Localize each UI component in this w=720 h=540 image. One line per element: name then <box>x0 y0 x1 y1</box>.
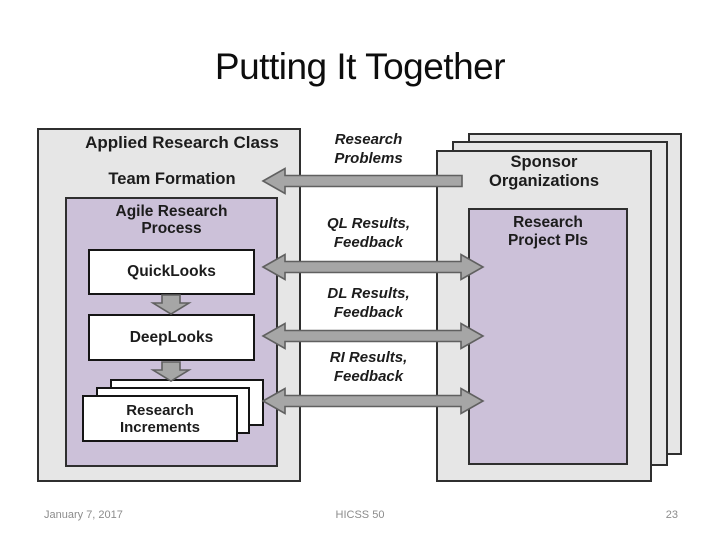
label-dl-results: DL Results, Feedback <box>298 285 439 322</box>
deeplooks-label: DeepLooks <box>129 328 214 346</box>
footer-page-number: 23 <box>665 509 678 521</box>
applied-research-class-title: Applied Research Class <box>85 133 279 152</box>
research-problems-line1: Research <box>334 131 403 148</box>
research-project-pis-title: Research Project PIs <box>468 214 628 249</box>
footer-center: HICSS 50 <box>335 509 385 521</box>
pis-title-line2: Project PIs <box>507 231 589 249</box>
agile-title-line2: Process <box>141 220 202 237</box>
agile-research-process-title: Agile Research Process <box>65 203 278 237</box>
increments-line1: Research <box>126 401 194 419</box>
increments-line2: Increments <box>119 418 201 436</box>
ri-results-line2: Feedback <box>333 367 404 385</box>
sponsor-title-line1: Sponsor <box>510 153 578 171</box>
label-ri-results: RI Results, Feedback <box>298 349 439 386</box>
research-increments-box: Research Increments <box>82 395 238 442</box>
pis-title-line1: Research <box>513 214 583 231</box>
agile-title-line1: Agile Research <box>115 203 228 220</box>
deeplooks-box: DeepLooks <box>88 314 255 361</box>
label-ql-results: QL Results, Feedback <box>298 215 439 252</box>
quicklooks-label: QuickLooks <box>127 263 216 280</box>
sponsor-box-title: Sponsor Organizations <box>456 153 632 191</box>
footer-date: January 7, 2017 <box>44 509 123 521</box>
dl-results-line2: Feedback <box>333 303 404 321</box>
research-project-pis-box <box>468 208 628 465</box>
quicklooks-box: QuickLooks <box>88 249 255 295</box>
research-problems-line2: Problems <box>334 149 403 167</box>
ri-results-line1: RI Results, <box>329 349 408 366</box>
dl-results-line1: DL Results, <box>327 285 410 302</box>
sponsor-title-line2: Organizations <box>488 172 599 190</box>
ql-results-line2: Feedback <box>333 233 404 251</box>
label-research-problems: Research Problems <box>298 131 439 168</box>
ql-results-line1: QL Results, <box>326 215 411 232</box>
team-formation-label: Team Formation <box>108 170 236 188</box>
slide-title: Putting It Together <box>214 46 506 87</box>
